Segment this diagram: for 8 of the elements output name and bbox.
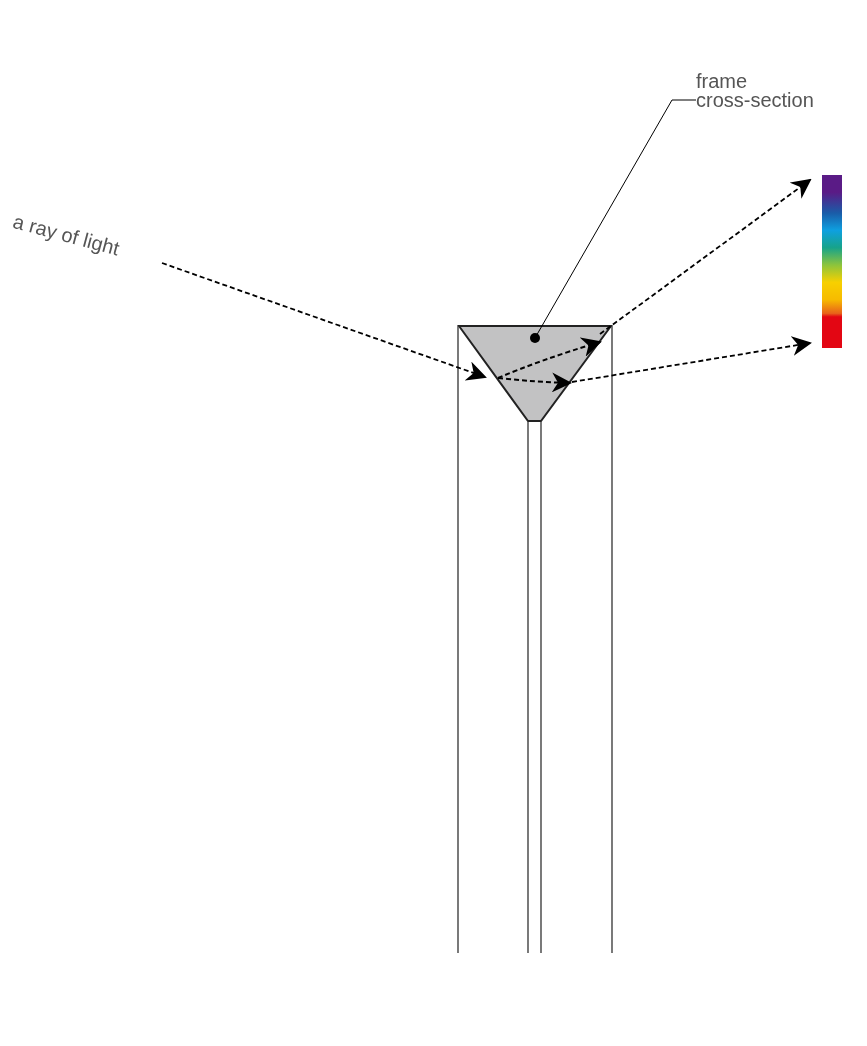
light-ray-arrow [571,336,812,383]
light-ray-arrow [161,262,487,381]
ray-label: a ray of light [11,212,123,262]
light-ray-arrow [599,178,812,335]
spectrum-bar [822,175,842,348]
prism-triangle [458,325,612,422]
leader-line [530,99,697,343]
part-label: frame cross-section [696,72,814,110]
